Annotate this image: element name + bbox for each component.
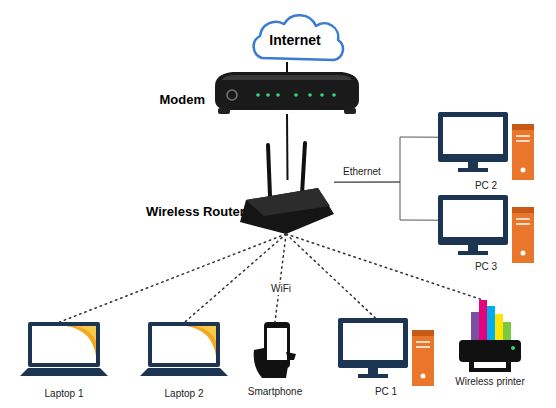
node-label: Wireless printer <box>435 376 545 388</box>
pc-node: PC 2 <box>438 112 534 180</box>
wifi-link <box>185 234 286 322</box>
wifi-link <box>60 234 287 322</box>
laptop-node: Laptop 1 <box>20 322 108 376</box>
node-label: Laptop 1 <box>20 388 108 400</box>
modem-node: Modem <box>213 72 361 114</box>
edge-label: Ethernet <box>342 166 382 178</box>
cloud-node: Internet <box>246 20 344 62</box>
wifi-link <box>286 234 483 300</box>
modem-illustration <box>215 72 359 114</box>
printer-illustration <box>459 300 521 372</box>
smartphone-node: Smartphone <box>250 322 300 378</box>
node-label: Laptop 2 <box>140 388 228 400</box>
node-label: PC 3 <box>438 261 534 273</box>
pc-node: PC 1 <box>338 318 434 386</box>
node-label: Smartphone <box>230 386 320 398</box>
laptop-illustration <box>140 322 228 376</box>
pc-illustration <box>438 112 534 180</box>
laptop-node: Laptop 2 <box>140 322 228 376</box>
cable-line <box>286 62 288 72</box>
wifi-link <box>275 234 286 322</box>
pc-node: PC 3 <box>438 195 534 263</box>
node-label: Modem <box>143 92 205 108</box>
laptop-illustration <box>20 322 108 376</box>
router-node: Wireless Router <box>240 180 334 234</box>
node-label: PC 2 <box>438 180 534 192</box>
smartphone-illustration <box>254 322 296 378</box>
printer-node: Wireless printer <box>455 300 525 372</box>
node-label: PC 1 <box>338 386 434 398</box>
cable-line <box>286 114 289 180</box>
pc-illustration <box>438 195 534 263</box>
pc-illustration <box>338 318 434 386</box>
node-label: Internet <box>246 32 344 49</box>
node-label: Wireless Router <box>146 204 266 220</box>
wifi-link <box>286 234 375 318</box>
edge-label: WiFi <box>270 283 292 295</box>
ethernet-cable <box>334 182 438 220</box>
ethernet-cable <box>334 137 438 182</box>
